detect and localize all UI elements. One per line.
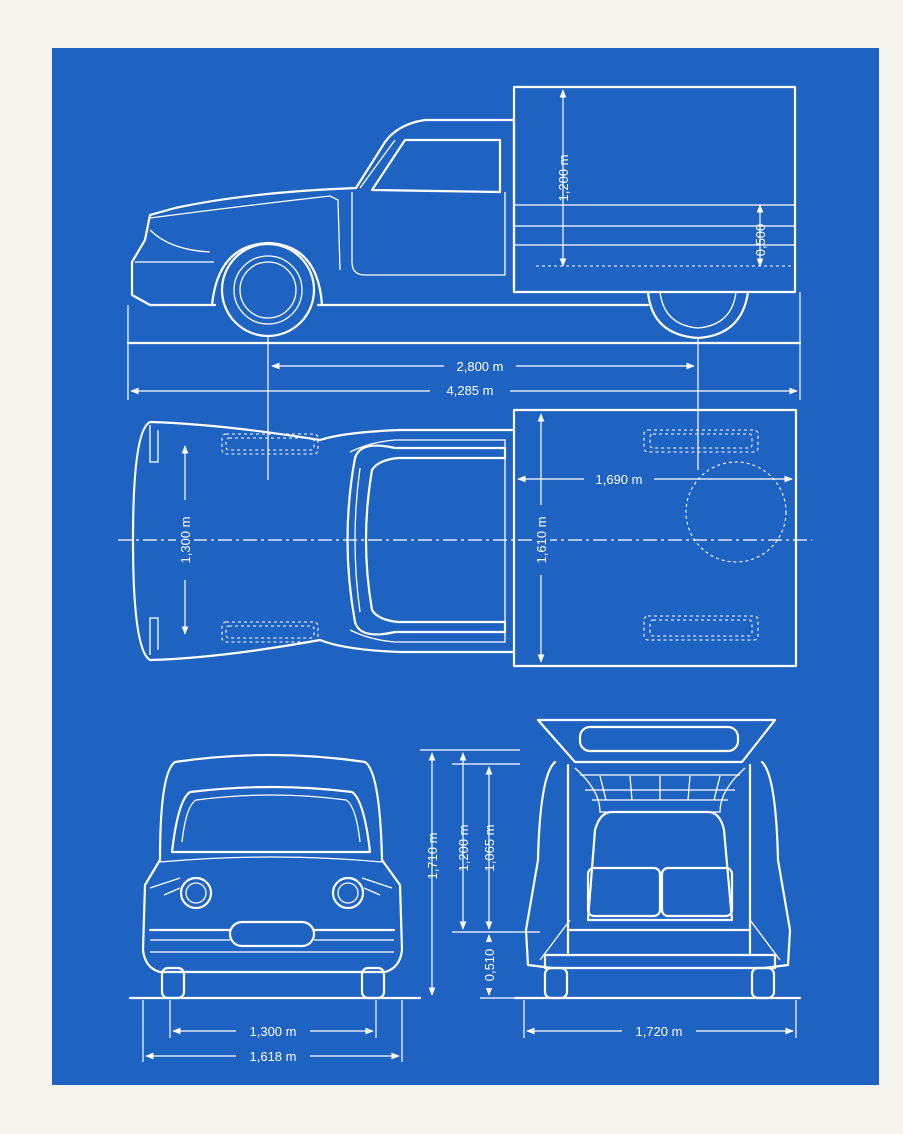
- front-view: 1,300 m 1,618 m: [128, 753, 422, 1065]
- box-width-label: 1,610 m: [534, 517, 549, 564]
- wheelbase-label: 2,800 m: [457, 359, 504, 374]
- rear-box-height-label: 1,200 m: [456, 825, 471, 872]
- front-track-top-label: 1,300 m: [178, 517, 193, 564]
- rear-sill-height-label: 0,510: [482, 949, 497, 982]
- height-dimensions: 1,710 m 1,200 m 1,065 m 0,510: [420, 749, 540, 999]
- floor-height-label: 0,500: [753, 224, 768, 257]
- side-view: 1,200 m 0,500: [126, 85, 802, 345]
- total-height-label: 1,710 m: [425, 833, 440, 880]
- rear-view: 1,720 m: [513, 718, 802, 1040]
- front-track-label: 1,300 m: [250, 1024, 297, 1039]
- blueprint-sheet: 1,200 m 0,500 2,800 m 4,285 m: [52, 48, 879, 1085]
- rear-opening-height-label: 1,065 m: [482, 825, 497, 872]
- top-view: 1,300 m 1,610 m 1,690 m: [118, 408, 812, 668]
- box-length-label: 1,690 m: [596, 472, 643, 487]
- rear-width-label: 1,720 m: [636, 1024, 683, 1039]
- box-height-label: 1,200 m: [556, 155, 571, 202]
- length-label: 4,285 m: [447, 383, 494, 398]
- front-width-label: 1,618 m: [250, 1049, 297, 1064]
- length-dimensions: 2,800 m 4,285 m: [127, 292, 801, 480]
